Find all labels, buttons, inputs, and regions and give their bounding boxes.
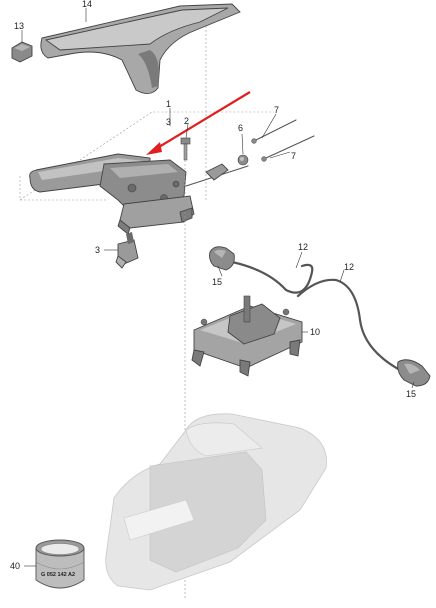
end-cap-part [11, 41, 33, 63]
lever-cover-part [40, 3, 241, 94]
leader-lines [24, 8, 415, 567]
switch-part [115, 232, 139, 269]
gear-cable-part-lower [296, 278, 431, 387]
bolt-part [180, 137, 191, 161]
red-pointer-arrow [146, 91, 251, 155]
callout-label: 2 [184, 116, 189, 126]
callout-label: 40 [10, 561, 20, 571]
handbrake-lever-part [29, 153, 195, 235]
shifter-mechanism-part [191, 295, 303, 377]
brake-cable-part [251, 119, 315, 162]
centre-console-part [105, 413, 327, 591]
callout-label: 7 [274, 105, 279, 115]
callout-label: 13 [14, 21, 24, 31]
callout-label: 15 [406, 389, 416, 399]
nut-part [237, 154, 249, 166]
callout-label: 14 [82, 0, 92, 9]
callout-label: 3 [95, 245, 100, 255]
assembly-frame [19, 111, 274, 201]
gear-cable-part-upper [209, 246, 314, 294]
equalizer-rod [185, 163, 249, 187]
callout-label: 10 [310, 327, 320, 337]
ring-part: G 052 142 A2 [35, 539, 85, 589]
callout-label: 12 [344, 262, 354, 272]
callout-label: 12 [298, 242, 308, 252]
callout-label: 6 [238, 123, 243, 133]
callout-label: 1 [166, 99, 171, 109]
callout-label: 3 [166, 117, 171, 127]
ring-stamp-text: G 052 142 A2 [41, 572, 75, 578]
callout-label: 15 [212, 277, 222, 287]
callout-label: 7 [291, 151, 296, 161]
